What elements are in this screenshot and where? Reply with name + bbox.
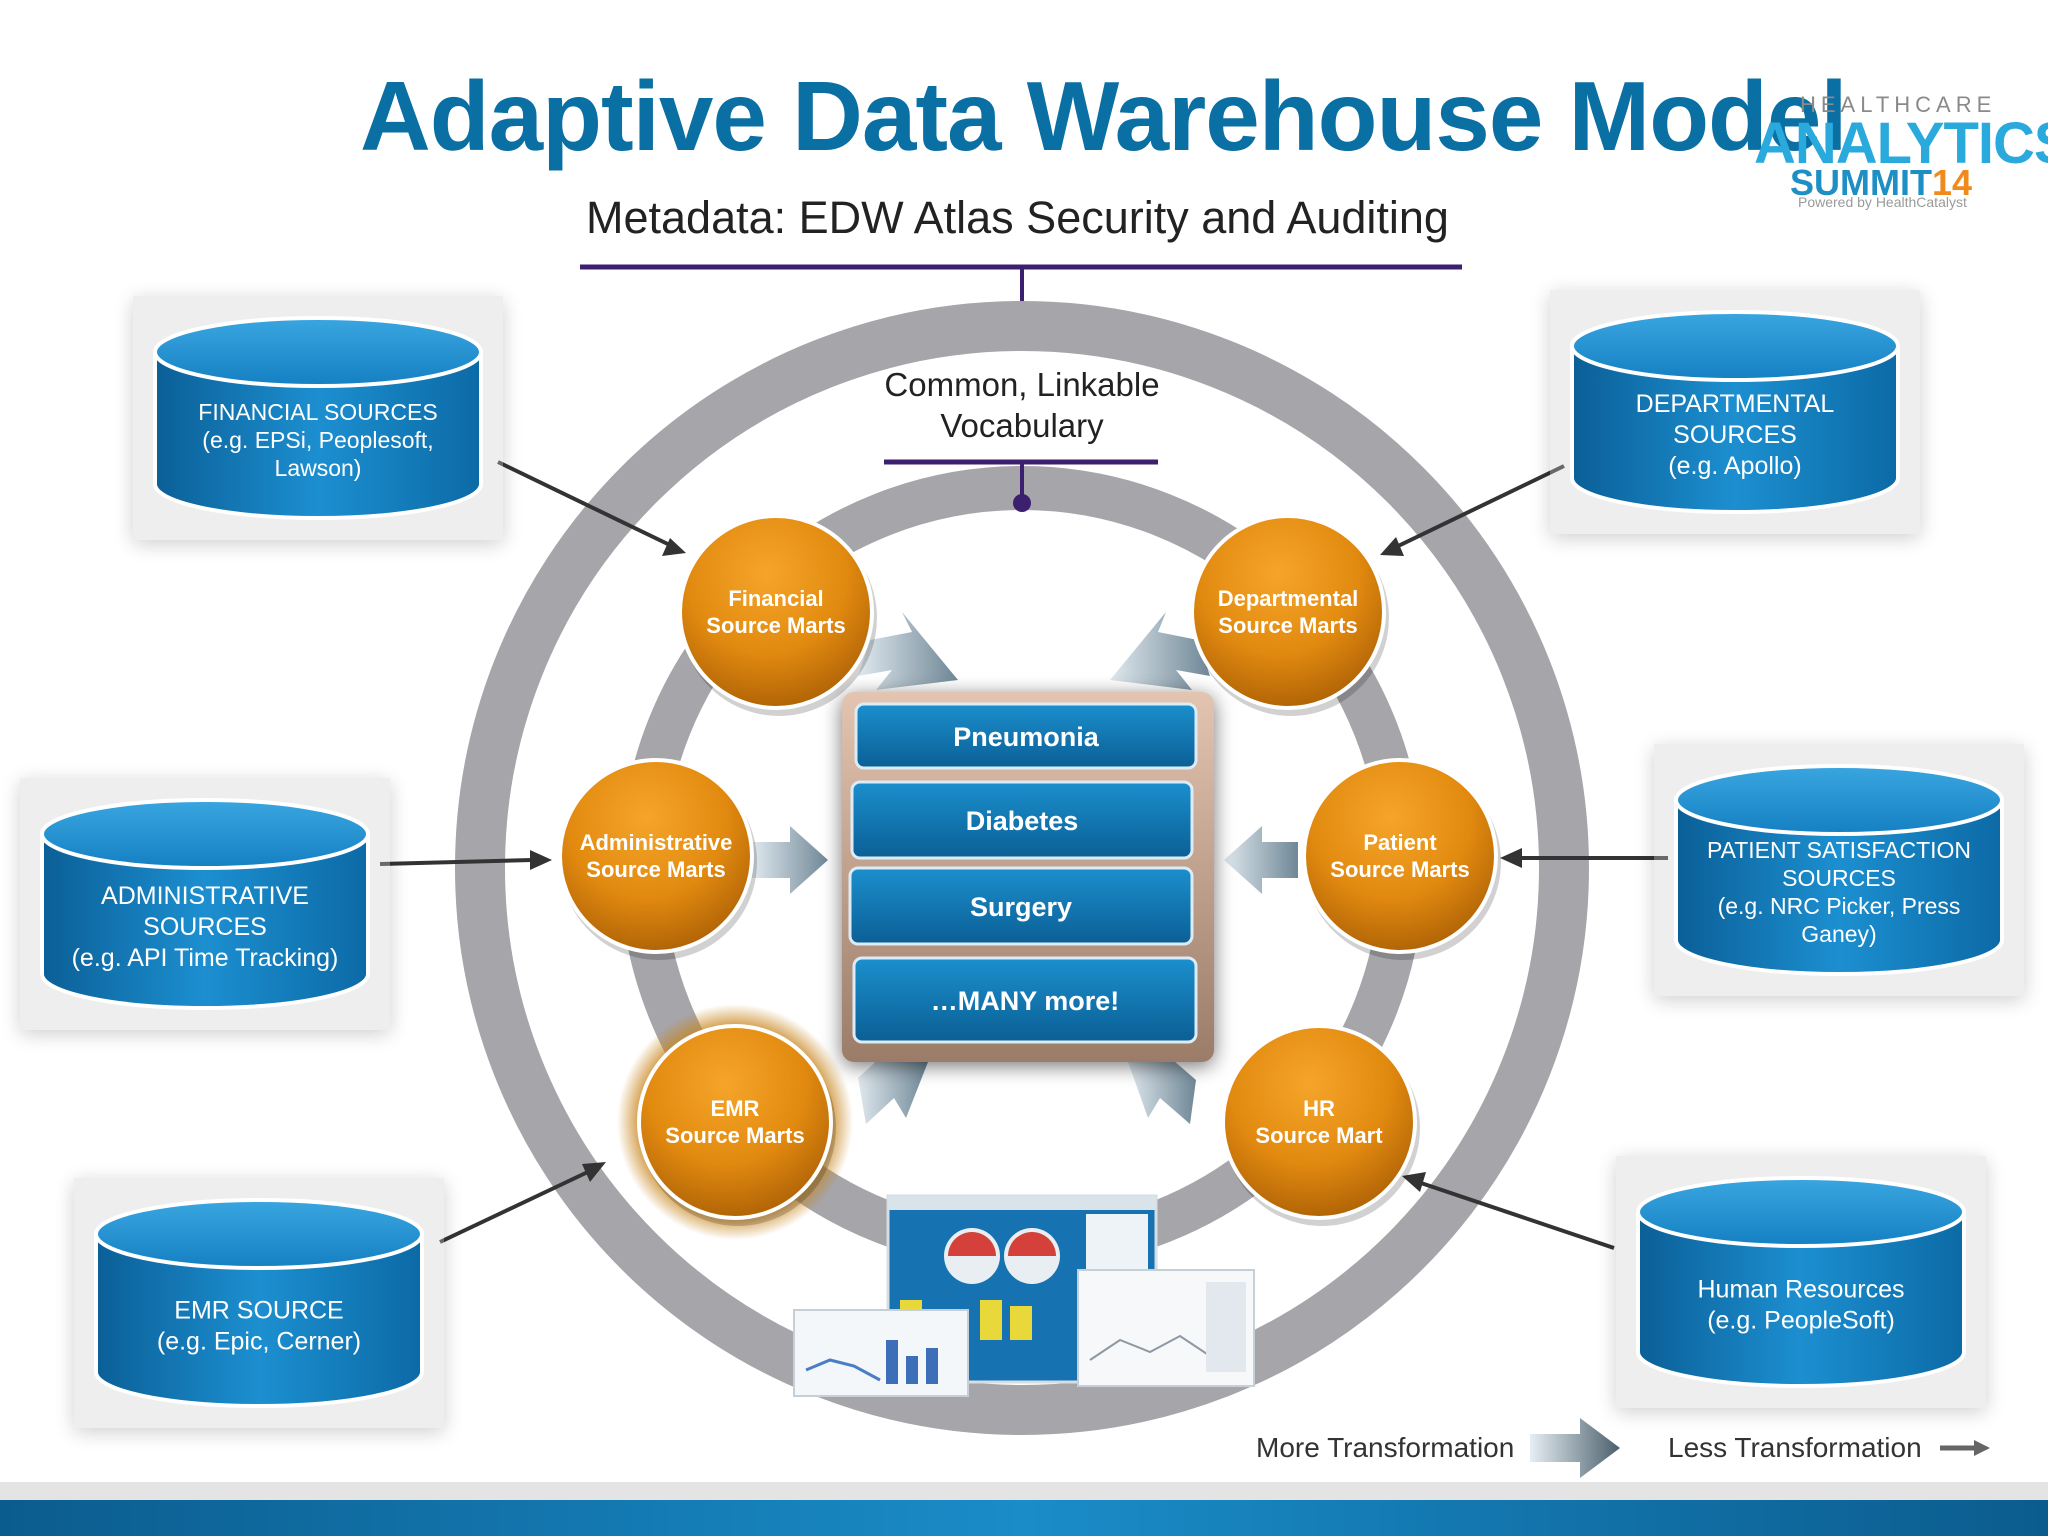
logo-line-3: SUMMIT14 <box>1790 162 1973 203</box>
subject-area-label: Pneumonia <box>953 722 1100 752</box>
arrow-administrative <box>379 858 533 866</box>
fat-arrow-hr <box>1128 1042 1196 1124</box>
fat-arrow-patient <box>1224 826 1298 894</box>
logo-line-1: HEALTHCARE <box>1800 92 1997 117</box>
human-resources-cylinder: Human Resources(e.g. PeopleSoft) <box>1616 1156 1986 1408</box>
vocabulary-connector-dot <box>1013 494 1031 512</box>
subject-area-bar: Diabetes <box>850 780 1194 860</box>
legend-less-transformation: Less Transformation <box>1668 1432 1922 1463</box>
subject-area-bar: …MANY more! <box>852 956 1198 1044</box>
report-thumbnail-left <box>793 1309 969 1397</box>
arrow-departmental <box>1393 464 1565 550</box>
arrow-financial <box>497 460 677 550</box>
footer-bar <box>0 1500 2048 1536</box>
source-arrows <box>379 460 1668 1250</box>
arrow-emr <box>439 1168 593 1244</box>
logo-line-4: Powered by HealthCatalyst <box>1798 194 1967 210</box>
logo-line-2: ANALYTICS <box>1754 111 2048 176</box>
fat-arrow-departmental <box>1110 612 1210 690</box>
arrow-hr <box>1417 1180 1615 1250</box>
metadata-label: Metadata: EDW Atlas Security and Auditin… <box>586 192 1449 243</box>
vocabulary-label: Common, Linkable Vocabulary <box>884 366 1160 444</box>
fat-arrow-administrative <box>752 826 828 894</box>
legend-more-transformation: More Transformation <box>1256 1432 1515 1463</box>
more-transformation-arrow-icon <box>1530 1418 1620 1478</box>
emr-source-cylinder: EMR SOURCE(e.g. Epic, Cerner) <box>74 1178 444 1428</box>
subject-area-label: Diabetes <box>966 806 1079 836</box>
page-title: Adaptive Data Warehouse Model <box>360 61 1848 171</box>
subject-area-label: Surgery <box>970 892 1072 922</box>
human-resources-label: Human Resources(e.g. PeopleSoft) <box>1697 1275 1904 1334</box>
emr-source-label: EMR SOURCE(e.g. Epic, Cerner) <box>157 1296 361 1355</box>
healthcare-analytics-summit-logo: HEALTHCARE ANALYTICS SUMMIT14 Powered by… <box>1750 88 2048 218</box>
fat-arrow-financial <box>858 612 958 690</box>
financial-sources-cylinder: FINANCIAL SOURCES(e.g. EPSi, Peoplesoft,… <box>133 296 503 540</box>
subject-area-bar: Pneumonia <box>854 702 1198 770</box>
subject-area-label: …MANY more! <box>931 986 1120 1016</box>
logo-year: 14 <box>1931 162 1973 203</box>
dashboard-thumbnails <box>793 1194 1255 1397</box>
outer-ring <box>455 301 1589 1435</box>
financial-sources-label: FINANCIAL SOURCES(e.g. EPSi, Peoplesoft,… <box>198 399 437 481</box>
footer-line <box>0 1482 2048 1500</box>
subject-area-bar: Surgery <box>848 866 1194 946</box>
